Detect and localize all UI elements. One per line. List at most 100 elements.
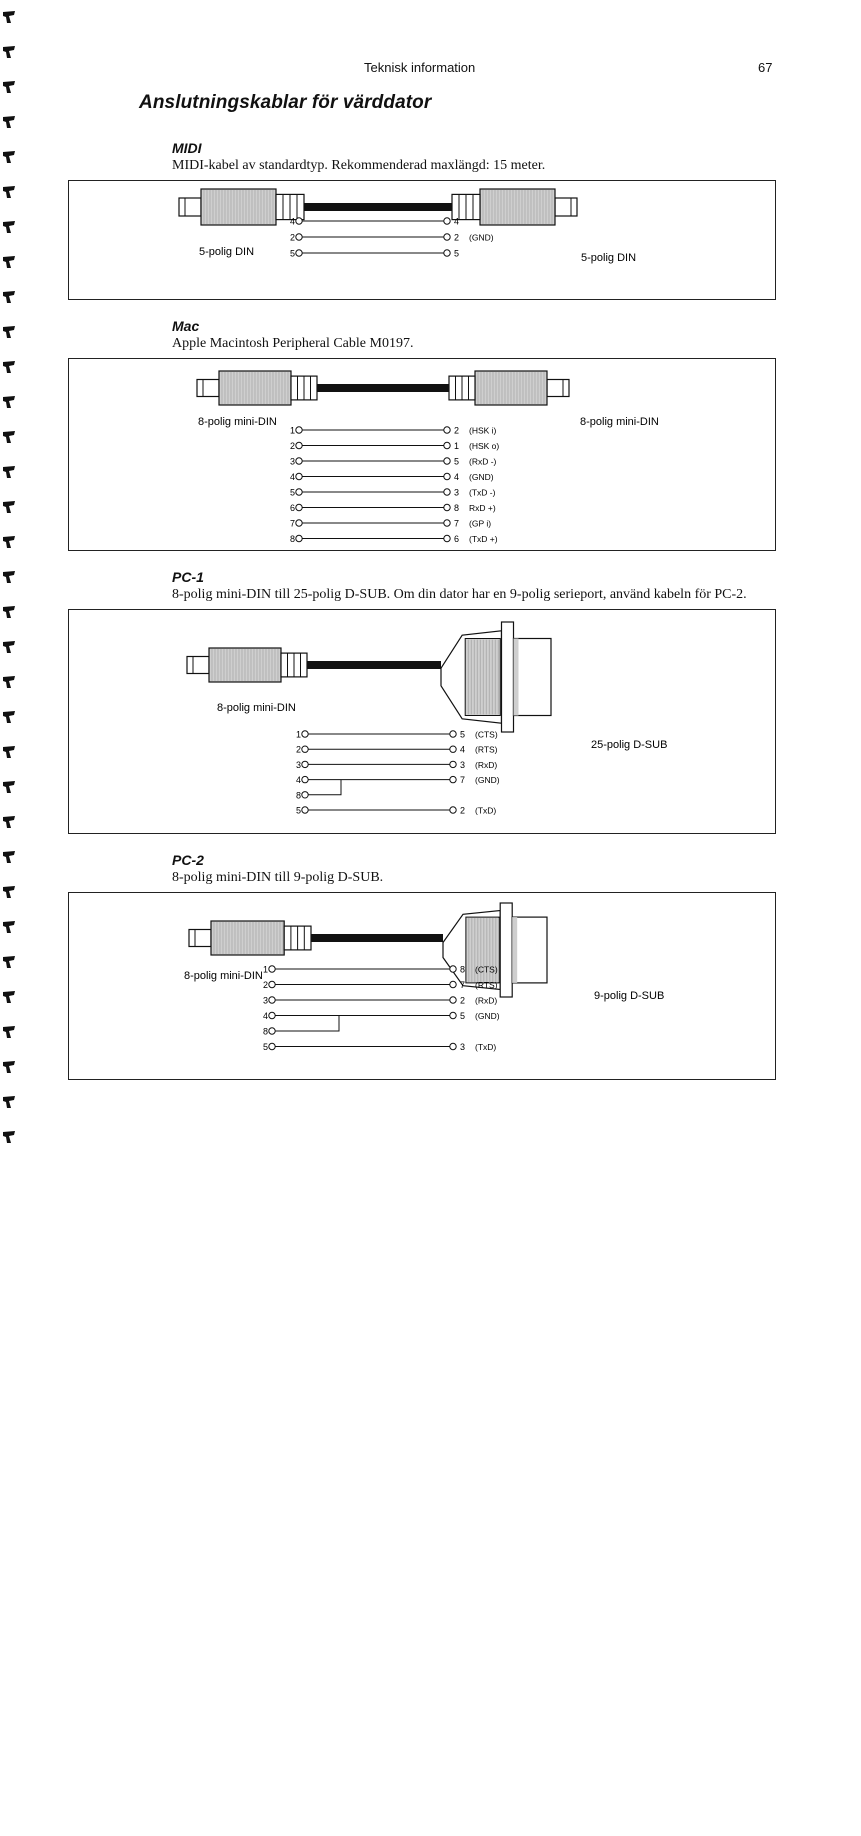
page-number: 67	[758, 60, 773, 75]
pin-signal-label: (GND)	[475, 775, 500, 785]
pin-right-terminal	[443, 472, 451, 481]
pin-right-terminal	[449, 1011, 457, 1020]
pin-signal-label: (HSK i)	[469, 426, 497, 436]
binding-ring-icon	[2, 325, 16, 339]
section-title-midi: MIDI	[172, 140, 202, 156]
dsub-hood-texture	[465, 916, 500, 984]
pin-right-number: 4	[454, 472, 459, 482]
pin-signal-label: (TxD)	[475, 1042, 496, 1052]
pin-signal-label: (GND)	[469, 472, 494, 482]
cable-line	[304, 203, 452, 211]
pin-right-number: 8	[454, 503, 459, 513]
plug-tip	[188, 928, 212, 948]
dsub-pin-face-shade	[512, 917, 518, 983]
pc2-cable-drawing	[188, 902, 548, 998]
pin-signal-label: (RTS)	[475, 745, 498, 755]
binding-ring-icon	[2, 150, 16, 164]
section-desc-pc1: 8-polig mini-DIN till 25-polig D-SUB. Om…	[172, 587, 747, 602]
binding-ring-icon	[2, 115, 16, 129]
binding-ring-icon	[2, 815, 16, 829]
plug-body	[479, 188, 556, 226]
pin-signal-label: (RTS)	[475, 980, 498, 990]
pin-left-terminal	[295, 457, 303, 465]
binding-ring-icon	[2, 745, 16, 759]
section-desc-mac: Apple Macintosh Peripheral Cable M0197.	[172, 336, 414, 351]
pin-right-number: 3	[460, 1042, 465, 1052]
pin-signal-label: (RxD)	[475, 996, 497, 1006]
pin-right-terminal	[449, 745, 457, 753]
pin-signal-label: (RxD)	[475, 760, 497, 770]
pin-right-number: 2	[454, 233, 459, 243]
pin-right-terminal	[443, 233, 451, 241]
binding-ring-icon	[2, 675, 16, 689]
binding-ring-icon	[2, 920, 16, 934]
binding-ring-icon	[2, 430, 16, 444]
pin-signal-label: (TxD)	[475, 806, 496, 816]
pin-signal-label: (GND)	[469, 233, 494, 243]
pin-left-number: 3	[263, 996, 268, 1006]
binding-ring-icon	[2, 780, 16, 794]
running-header-title: Teknisk information	[364, 60, 476, 75]
pin-right-number: 2	[460, 996, 465, 1006]
pin-left-number: 2	[296, 745, 301, 755]
pin-right-terminal	[449, 1042, 457, 1051]
binding-ring-icon	[2, 535, 16, 549]
midi-right-connector-label: 5-polig DIN	[581, 252, 636, 264]
pin-right-number: 5	[460, 1011, 465, 1021]
pin-right-terminal	[449, 806, 457, 814]
pin-right-terminal	[449, 730, 457, 738]
binding-ring-icon	[2, 605, 16, 619]
pin-signal-label: (HSK o)	[469, 441, 499, 451]
section-title-mac: Mac	[172, 318, 200, 334]
dsub-flange	[499, 902, 513, 998]
mac-right-connector-label: 8-polig mini-DIN	[580, 416, 659, 428]
pin-right-number: 5	[460, 730, 465, 740]
pin-left-terminal	[295, 426, 303, 434]
pin-left-number: 7	[290, 519, 295, 529]
pin-left-terminal	[295, 217, 303, 225]
pin-bridge-wire	[275, 1015, 340, 1032]
pin-right-terminal	[449, 965, 457, 973]
pin-right-number: 7	[460, 775, 465, 785]
mac-left-connector-label: 8-polig mini-DIN	[198, 416, 277, 428]
plug-tip	[546, 378, 570, 398]
binding-ring-icon	[2, 360, 16, 374]
binding-ring-icon	[2, 990, 16, 1004]
plug-tip	[186, 655, 210, 675]
pin-left-terminal	[268, 980, 276, 989]
binding-ring-icon	[2, 290, 16, 304]
cable-line	[311, 934, 443, 942]
pin-left-number: 5	[290, 488, 295, 498]
pin-right-terminal	[449, 980, 457, 989]
midi-cable-drawing	[178, 188, 578, 226]
binding-ring-icon	[2, 570, 16, 584]
pin-left-terminal	[301, 730, 309, 738]
midi-left-connector-label: 5-polig DIN	[199, 246, 254, 258]
pin-right-terminal	[443, 503, 451, 512]
pin-left-number: 5	[296, 806, 301, 816]
binding-ring-icon	[2, 955, 16, 969]
pin-left-terminal	[268, 1027, 276, 1035]
mac-cable-drawing	[196, 370, 570, 406]
pin-signal-label: RxD +)	[469, 503, 496, 513]
binding-ring-icon	[2, 1130, 16, 1144]
pin-left-terminal	[295, 441, 303, 450]
pin-right-terminal	[443, 534, 451, 543]
pin-left-terminal	[301, 775, 309, 784]
dsub-pin-face-shade	[513, 638, 519, 716]
pin-left-number: 3	[290, 457, 295, 467]
pin-right-number: 1	[454, 441, 459, 451]
pc2-left-connector-label: 8-polig mini-DIN	[184, 970, 263, 982]
binding-ring-icon	[2, 640, 16, 654]
plug-body	[200, 188, 277, 226]
pin-left-terminal	[301, 760, 309, 769]
pin-left-number: 4	[290, 472, 295, 482]
pin-left-number: 2	[263, 980, 268, 990]
pin-right-terminal	[449, 996, 457, 1004]
